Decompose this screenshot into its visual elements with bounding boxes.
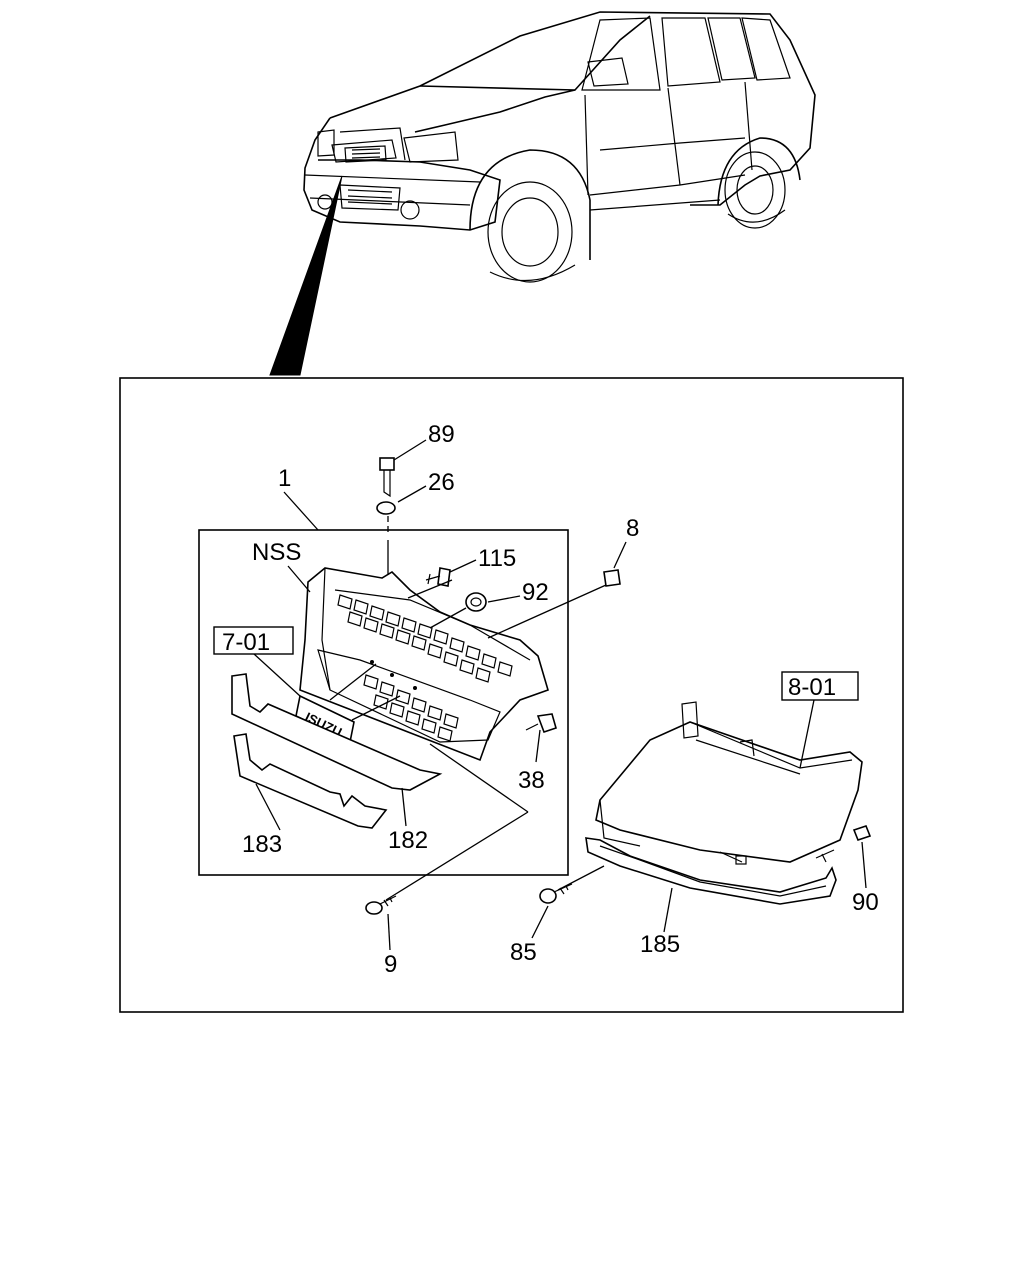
callout-182: 182 (388, 827, 428, 854)
callout-183: 183 (242, 831, 282, 858)
headlamp-illustration (595, 701, 863, 865)
callout-8: 8 (626, 515, 639, 542)
callout-9: 9 (384, 951, 397, 978)
callout-90: 90 (852, 889, 879, 916)
clip-38-illustration (525, 713, 557, 734)
bolt-89-illustration (379, 457, 395, 498)
detail-frame (119, 377, 904, 1013)
callout-89: 89 (428, 421, 455, 448)
callout-38: 38 (518, 767, 545, 794)
ref-box-8-01 (781, 671, 859, 701)
callout-26: 26 (428, 469, 455, 496)
callout-85: 85 (510, 939, 537, 966)
callout-185: 185 (640, 931, 680, 958)
washer-26-illustration (376, 501, 396, 515)
nut-90-illustration (852, 825, 872, 841)
callout-115: 115 (478, 545, 516, 572)
callout-92: 92 (522, 579, 549, 606)
screw-85-illustration (539, 883, 573, 904)
grille-assembly-frame (198, 529, 569, 876)
ref-box-7-01 (213, 626, 294, 655)
callout-nss: NSS (252, 539, 301, 566)
callout-8-01: 8-01 (788, 674, 836, 701)
clip-115-illustration (425, 567, 451, 587)
nut-8-illustration (603, 569, 621, 587)
callout-7-01: 7-01 (222, 629, 270, 656)
radiator-grille-illustration (299, 567, 549, 762)
garnish-upper-illustration (231, 673, 443, 791)
grommet-92-illustration (465, 592, 487, 612)
screw-9-illustration (365, 895, 397, 915)
garnish-lower-illustration (233, 733, 388, 829)
screw-headlamp-illustration (815, 849, 835, 863)
vehicle-overview-illustration (303, 11, 816, 283)
pointer-wedge (269, 175, 343, 376)
callout-1: 1 (278, 465, 291, 492)
